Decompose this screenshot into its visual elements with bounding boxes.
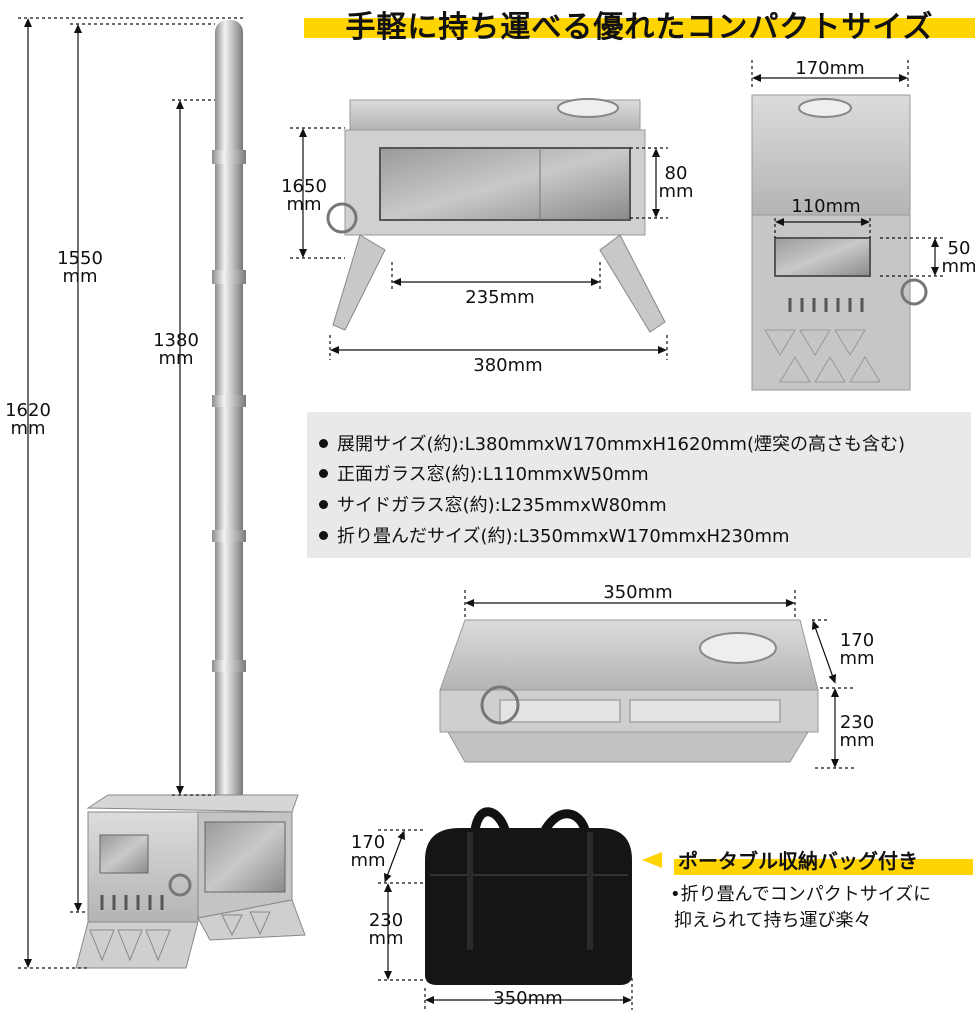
callout-arrow-icon — [642, 852, 662, 868]
bag-desc-line-2: 抑えられて持ち運び楽々 — [674, 910, 872, 931]
spec-item: 展開サイズ(約):L380mmxW170mmxH1620mm(煙突の高さも含む) — [319, 430, 905, 456]
stove-front-view — [751, 94, 928, 391]
folded-dimension-lines — [464, 590, 855, 769]
spec-item: サイドガラス窓(約):L235mmxW80mm — [319, 491, 667, 517]
dim-width-170: 170mm — [795, 58, 865, 79]
bag-description: •折り畳んでコンパクトサイズに 抑えられて持ち運び楽々 — [670, 882, 975, 934]
carry-bag — [425, 807, 632, 985]
spec-list: 展開サイズ(約):L380mmxW170mmxH1620mm(煙突の高さも含む)… — [307, 412, 971, 558]
dim-front-glass-110: 110mm — [791, 196, 861, 217]
spec-item: 正面ガラス窓(約):L110mmxW50mm — [319, 460, 649, 486]
spec-item: 折り畳んだサイズ(約):L350mmxW170mmxH230mm — [319, 522, 790, 548]
headline: 手軽に持ち運べる優れたコンパクトサイズ — [300, 0, 979, 45]
headline-text: 手軽に持ち運べる優れたコンパクトサイズ — [345, 10, 934, 45]
bag-desc-line-1: •折り畳んでコンパクトサイズに — [670, 884, 932, 905]
front-view-dimension-lines — [751, 60, 945, 277]
side-view-dimension-lines — [290, 127, 668, 360]
dim-glass-width-235: 235mm — [465, 287, 535, 308]
stove-with-chimney — [75, 20, 306, 969]
dim-length-380: 380mm — [473, 355, 543, 376]
folded-stove — [439, 619, 819, 763]
dim-bag-width-350: 350mm — [493, 988, 563, 1009]
left-dimension-lines — [18, 17, 245, 969]
bag-title-text: ポータブル収納バッグ付き — [678, 849, 918, 873]
dim-folded-length-350: 350mm — [603, 582, 673, 603]
bag-title-highlight — [674, 859, 973, 875]
stove-side-view — [326, 98, 666, 333]
bag-callout-title: ポータブル収納バッグ付き — [668, 843, 973, 877]
headline-highlight — [304, 18, 975, 38]
bag-dimension-lines — [378, 829, 633, 1010]
